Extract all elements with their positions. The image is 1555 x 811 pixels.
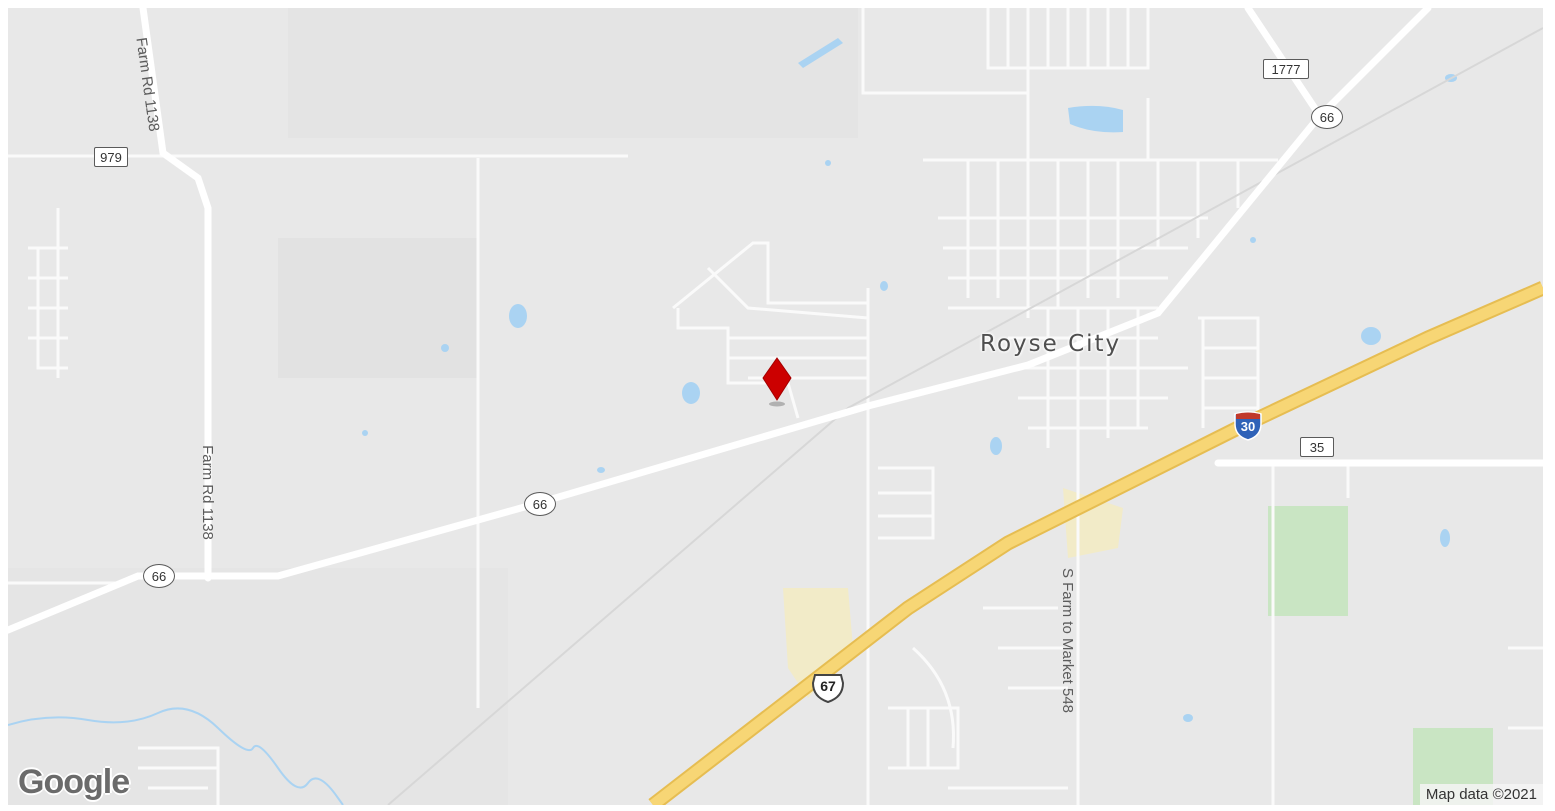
river [8, 707, 344, 805]
route-shield-1777: 1777 [1263, 59, 1309, 79]
railway-line [387, 27, 1543, 805]
map-canvas[interactable]: Farm Rd 1138 Farm Rd 1138 S Farm to Mark… [8, 8, 1543, 805]
route-shield-35: 35 [1300, 437, 1334, 457]
google-logo[interactable]: Google [18, 763, 130, 801]
minor-roads [8, 8, 1543, 805]
route-shield-i-30: 30 [1233, 411, 1263, 441]
route-shield-66: 66 [524, 492, 556, 516]
route-shield-979: 979 [94, 147, 128, 167]
water-features [362, 38, 1457, 722]
road-label-farm-rd-1138-mid: Farm Rd 1138 [198, 445, 216, 540]
route-shield-us-67-label: 67 [820, 678, 836, 694]
route-shield-i-30-label: 30 [1240, 419, 1256, 434]
city-label: Royse City [980, 331, 1122, 357]
route-shield-66: 66 [1311, 105, 1343, 129]
route-shield-66: 66 [143, 564, 175, 588]
park-area [1268, 506, 1348, 616]
route-shield-us-67: 67 [811, 673, 845, 703]
map-attribution[interactable]: Map data ©2021 [1419, 784, 1543, 805]
industrial-area [783, 588, 853, 698]
road-label-s-farm-to-market-548: S Farm to Market 548 [1059, 567, 1077, 714]
map-pin-icon[interactable] [760, 356, 794, 408]
map-base-layer [8, 8, 1543, 805]
